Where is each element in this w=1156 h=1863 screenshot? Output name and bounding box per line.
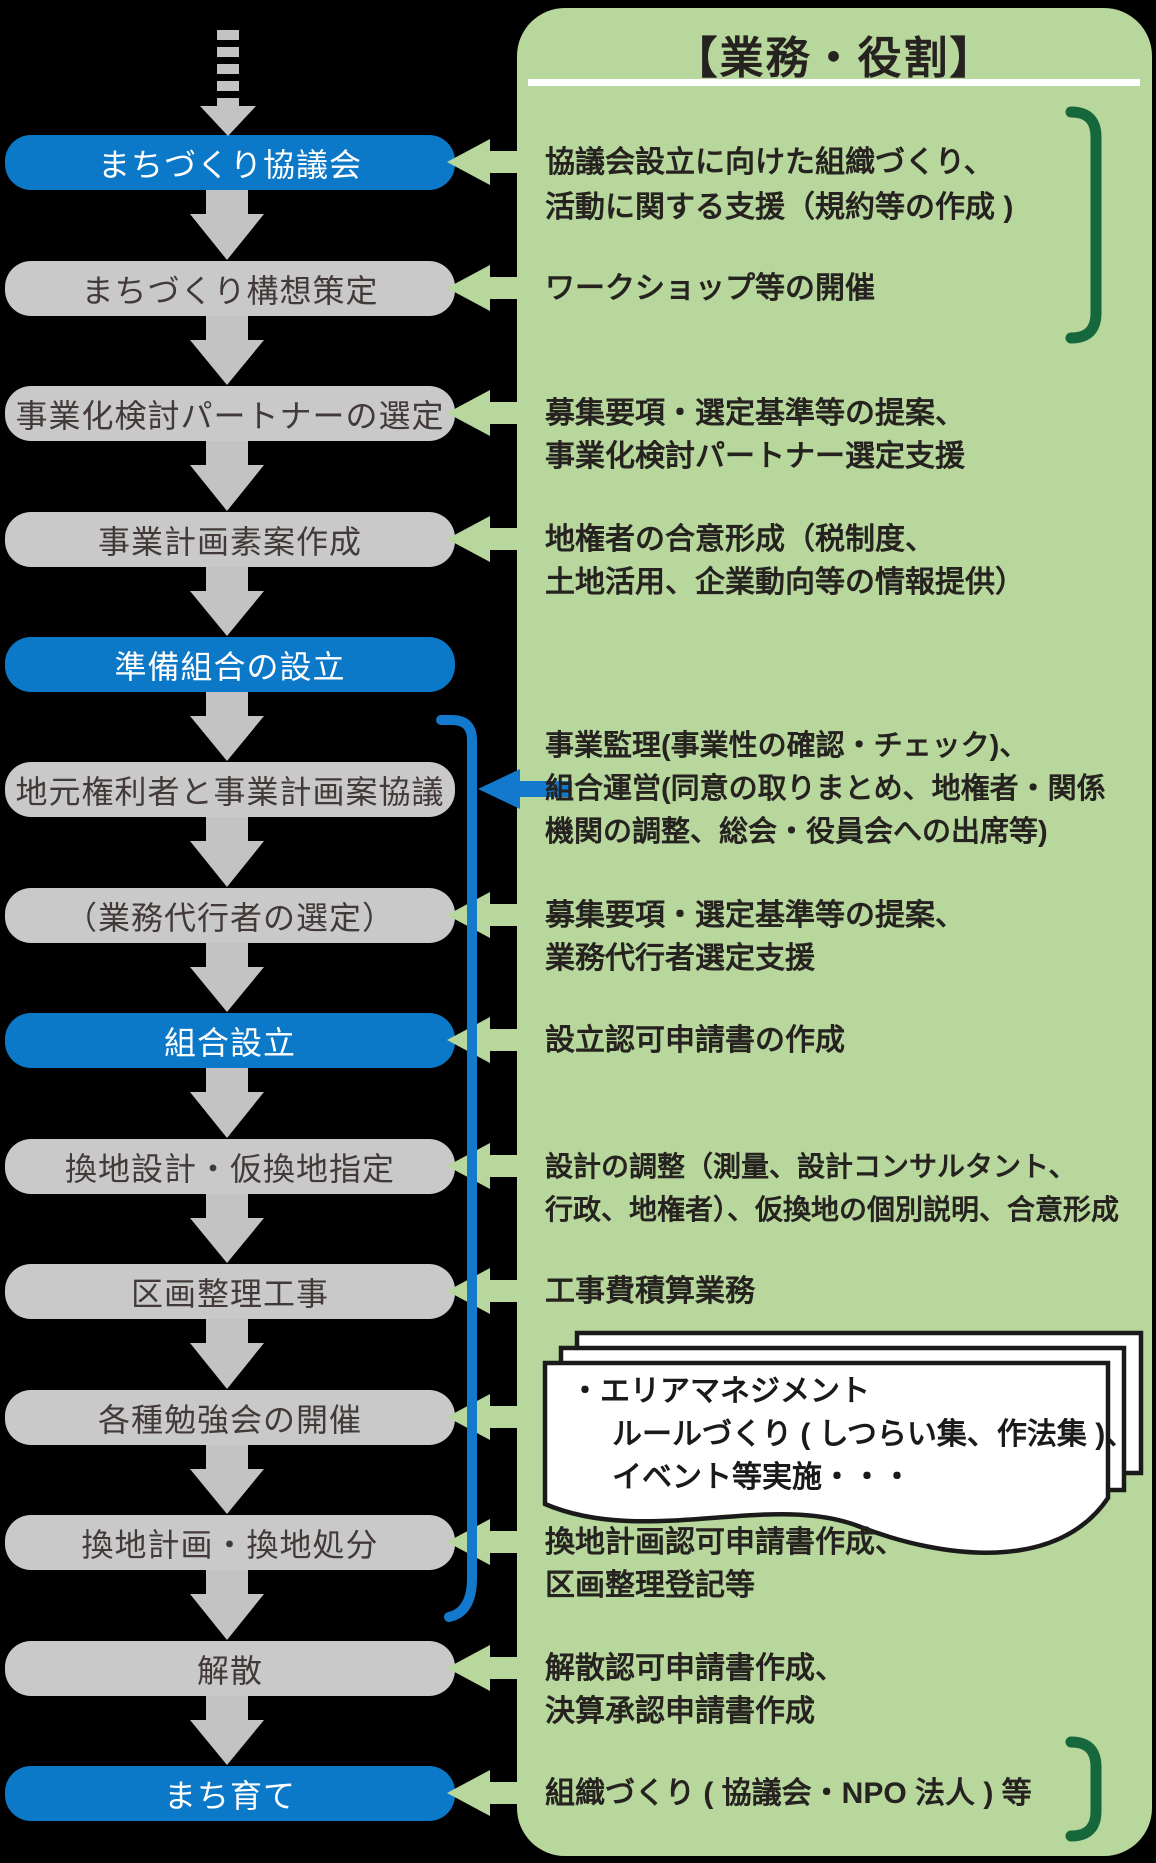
flow-step-10: 各種勉強会の開催: [5, 1390, 455, 1445]
task-text-3: 地権者の合意形成（税制度、 土地活用、企業動向等の情報提供）: [545, 523, 1025, 599]
flow-arrow-icon: [190, 1194, 264, 1263]
flow-arrow-icon: [190, 441, 264, 511]
phase-task-arrow-icon: [478, 769, 572, 809]
note-sheets-icon: [542, 1330, 1144, 1555]
task-arrow-icon: [447, 892, 521, 938]
task-text-6: 設立認可申請書の作成: [545, 1024, 845, 1057]
task-arrow-icon: [447, 1770, 521, 1816]
task-arrow-icon: [447, 265, 521, 311]
task-text-4: 事業監理(事業性の確認・チェック)、 組合運営(同意の取りまとめ、地権者・関係 …: [545, 730, 1106, 848]
task-text-0: 協議会設立に向けた組織づくり、 活動に関する支援（規約等の作成 ): [545, 146, 1014, 224]
flow-arrow-icon: [190, 567, 264, 636]
flow-arrow-icon: [190, 1445, 264, 1514]
title-underline-rule: [528, 79, 1140, 86]
task-arrow-icon: [447, 139, 521, 185]
task-text-8: 工事費積算業務: [545, 1275, 755, 1308]
flow-step-5: 地元権利者と事業計画案協議: [5, 762, 455, 817]
tasks-panel: [517, 8, 1152, 1856]
flow-arrow-icon: [190, 1570, 264, 1640]
task-arrow-icon: [447, 1268, 521, 1314]
task-arrow-icon: [447, 1143, 521, 1189]
task-text-11: 組織づくり ( 協議会・NPO 法人 ) 等: [545, 1777, 1032, 1810]
task-arrow-icon: [447, 1394, 521, 1440]
task-arrow-icon: [447, 1645, 521, 1691]
task-arrow-icon: [447, 1017, 521, 1063]
task-arrow-icon: [447, 516, 521, 562]
flow-step-6: （業務代行者の選定）: [5, 888, 455, 943]
phase-bracket-icon: [436, 715, 477, 1622]
flow-arrow-icon: [190, 692, 264, 761]
flow-arrow-icon: [190, 1068, 264, 1138]
note-text: ・エリアマネジメント ルールづくり ( しつらい集、作法集 )、 イベント等実施…: [570, 1375, 1136, 1494]
panel-title: 【業務・役割】: [673, 34, 996, 83]
task-text-2: 募集要項・選定基準等の提案、 事業化検討パートナー選定支援: [545, 397, 965, 473]
flow-step-11: 換地計画・換地処分: [5, 1515, 455, 1570]
task-text-10: 解散認可申請書作成、 決算承認申請書作成: [545, 1652, 845, 1728]
flow-arrow-icon: [190, 316, 264, 385]
flow-step-9: 区画整理工事: [5, 1264, 455, 1319]
flow-step-2: 事業化検討パートナーの選定: [5, 386, 455, 441]
flow-step-3: 事業計画素案作成: [5, 512, 455, 567]
flow-step-1: まちづくり構想策定: [5, 261, 455, 316]
flow-step-0: まちづくり協議会: [5, 135, 455, 190]
flow-step-7: 組合設立: [5, 1013, 455, 1068]
task-arrow-icon: [447, 1519, 521, 1565]
task-text-1: ワークショップ等の開催: [545, 272, 875, 305]
group-bracket-top-icon: [1065, 106, 1102, 344]
flow-step-4: 準備組合の設立: [5, 637, 455, 692]
flow-arrow-icon: [190, 1696, 264, 1765]
flow-arrow-icon: [190, 1319, 264, 1389]
task-text-9: 換地計画認可申請書作成、 区画整理登記等: [545, 1526, 905, 1602]
task-text-5: 募集要項・選定基準等の提案、 業務代行者選定支援: [545, 899, 965, 975]
flow-arrow-icon: [190, 817, 264, 887]
flow-arrow-icon: [190, 190, 264, 260]
task-arrow-icon: [447, 390, 521, 436]
task-text-7: 設計の調整（測量、設計コンサルタント、 行政、地権者）、仮換地の個別説明、合意形…: [545, 1151, 1120, 1225]
group-bracket-bottom-icon: [1065, 1736, 1102, 1842]
flow-step-13: まち育て: [5, 1766, 455, 1821]
flow-step-12: 解散: [5, 1641, 455, 1696]
flow-step-8: 換地設計・仮換地指定: [5, 1139, 455, 1194]
dashed-start-arrow-icon: [200, 30, 256, 136]
flow-arrow-icon: [190, 943, 264, 1012]
